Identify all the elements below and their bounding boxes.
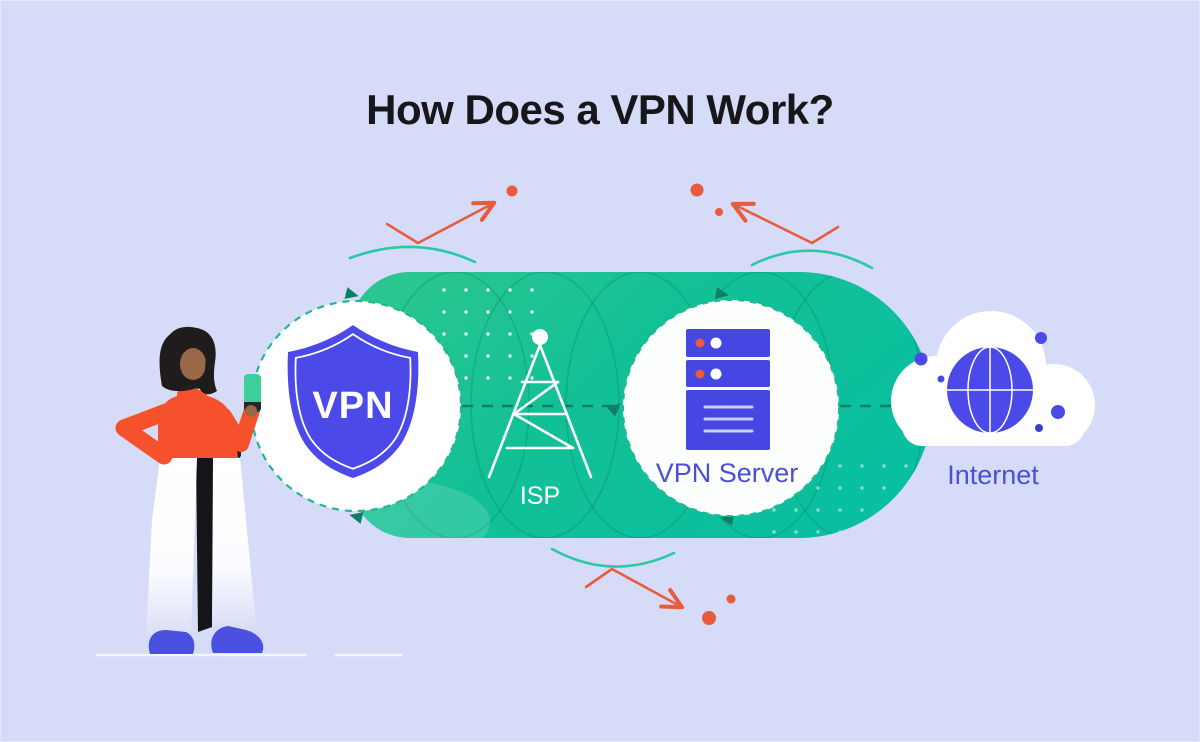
radio-tower-icon bbox=[487, 329, 593, 479]
internet-dots bbox=[914, 332, 1065, 432]
tracker-dot bbox=[715, 208, 723, 216]
tracker-dot bbox=[726, 594, 736, 604]
tracker-dot bbox=[506, 185, 518, 197]
server-rack-icon bbox=[686, 329, 770, 450]
deflection-arc bbox=[348, 245, 477, 264]
globe-icon bbox=[947, 346, 1033, 434]
blocked-tracker-top-left bbox=[348, 185, 518, 264]
blocked-tracker-bottom bbox=[550, 547, 736, 625]
deflected-arrow bbox=[584, 567, 685, 610]
isp-label: ISP bbox=[520, 482, 560, 510]
shield-icon: VPN bbox=[287, 325, 419, 478]
vpn-badge-label: VPN bbox=[312, 385, 393, 427]
deflection-arc bbox=[550, 547, 676, 568]
page-title: How Does a VPN Work? bbox=[366, 86, 834, 133]
vpn-badge-node: VPN bbox=[249, 299, 463, 513]
deflection-arc bbox=[750, 249, 874, 270]
vpn-server-node: VPN Server bbox=[622, 299, 840, 517]
deflected-arrow bbox=[385, 200, 497, 245]
tunnel-dot-grid-left bbox=[436, 278, 548, 382]
tunnel-highlight bbox=[350, 480, 490, 538]
blocked-tracker-top-right bbox=[690, 183, 874, 270]
internet-node: Internet bbox=[891, 311, 1095, 490]
isp-node: ISP bbox=[487, 329, 593, 510]
shoes bbox=[148, 626, 264, 654]
tracker-dot bbox=[702, 611, 716, 625]
deflected-arrow bbox=[730, 201, 840, 245]
tracker-dot bbox=[690, 183, 704, 197]
internet-label: Internet bbox=[947, 460, 1039, 490]
person-illustration bbox=[95, 326, 403, 657]
vpn-server-label: VPN Server bbox=[656, 458, 799, 488]
